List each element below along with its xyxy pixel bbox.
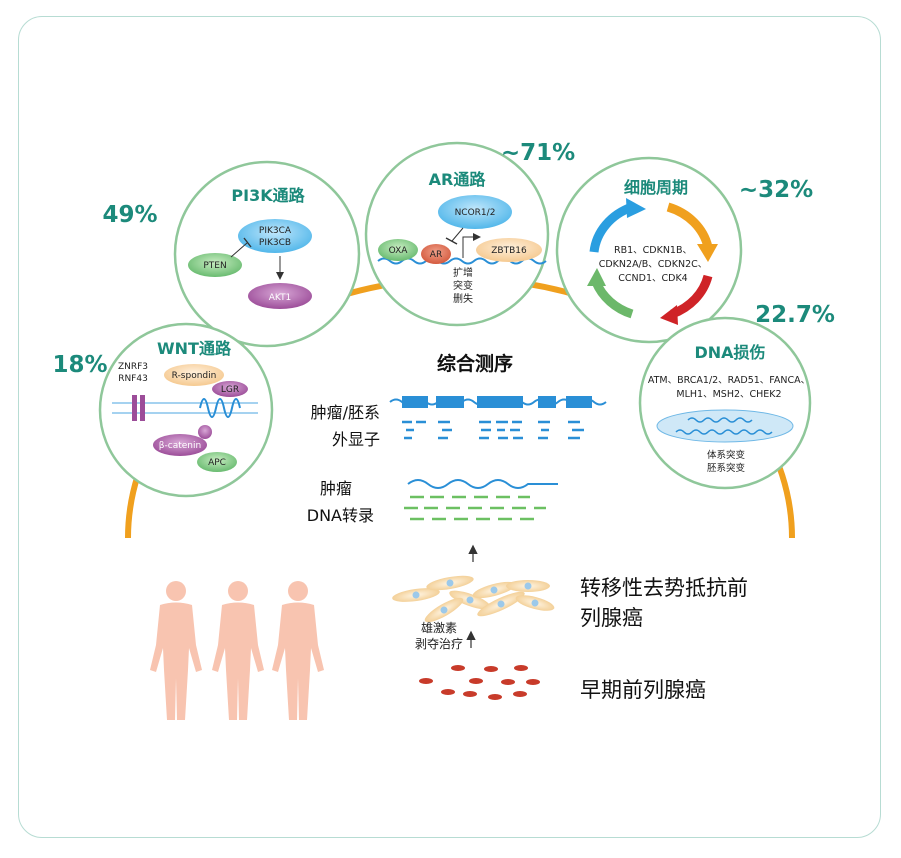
mcrpc-label-line1: 转移性去势抵抗前 — [580, 576, 748, 600]
ar-alt-deletion: 删失 — [453, 292, 473, 305]
dna-damage-node: DNA损伤 ATM、BRCA1/2、RAD51、FANCA、 MLH1、MSH2… — [638, 316, 812, 490]
gene-zbtb16: ZBTB16 — [491, 246, 527, 256]
content-frame — [18, 16, 881, 838]
exome-graphic — [389, 396, 607, 440]
wnt-title: WNT通路 — [157, 339, 232, 358]
dna-genes-line2: MLH1、MSH2、CHEK2 — [676, 389, 781, 400]
cell-cycle-percent: ~32% — [739, 177, 813, 203]
dna-damage-title: DNA损伤 — [694, 343, 765, 362]
ar-percent: ~71% — [501, 140, 575, 166]
dna-germline: 胚系突变 — [707, 462, 746, 474]
early-cells — [419, 665, 540, 700]
gene-znrf3: ZNRF3 — [118, 362, 148, 372]
gene-apc: APC — [208, 458, 226, 468]
dna-transcription-graphic — [404, 479, 558, 521]
cell-cycle-genes-line2: CDKN2A/B、CDKN2C、 — [599, 259, 708, 270]
cell-cycle-genes-line3: CCND1、CDK4 — [618, 273, 687, 284]
early-label: 早期前列腺癌 — [580, 678, 706, 702]
exome-label-line1: 肿瘤/胚系 — [311, 403, 380, 422]
gene-ncor: NCOR1/2 — [455, 208, 496, 218]
pi3k-percent: 49% — [102, 202, 157, 228]
gene-ar: AR — [430, 250, 442, 260]
ar-alt-mutation: 突变 — [453, 279, 473, 292]
exome-label-line2: 外显子 — [332, 430, 380, 449]
dna-label-line1: 肿瘤 — [320, 479, 352, 498]
dna-genes-line1: ATM、BRCA1/2、RAD51、FANCA、 — [648, 375, 810, 386]
gene-pten: PTEN — [203, 261, 226, 271]
mcrpc-label-line2: 列腺癌 — [580, 606, 643, 630]
dna-percent: 22.7% — [755, 302, 835, 328]
wnt-node: WNT通路 ZNRF3 RNF43 R-spondin LGR β-cateni… — [98, 322, 274, 498]
gene-r-spondin: R-spondin — [172, 371, 217, 381]
pi3k-title: PI3K通路 — [231, 186, 305, 205]
pi3k-node: PI3K通路 PIK3CA PIK3CB PTEN AKT1 — [173, 160, 361, 348]
gene-lgr: LGR — [221, 385, 239, 395]
gene-pik3cb: PIK3CB — [259, 238, 291, 248]
dna-label-line2: DNA转录 — [307, 506, 374, 525]
gene-oxa: OXA — [389, 246, 409, 256]
wnt-percent: 18% — [52, 352, 107, 378]
center-title: 综合测序 — [437, 352, 513, 375]
dna-somatic: 体系突变 — [707, 449, 746, 461]
gene-rnf43: RNF43 — [118, 374, 148, 384]
gene-akt1: AKT1 — [269, 293, 292, 303]
ar-alt-amplification: 扩增 — [453, 266, 473, 279]
gene-beta-catenin: β-catenin — [159, 441, 201, 451]
cell-cycle-genes-line1: RB1、CDKN1B、 — [614, 245, 692, 256]
human-silhouettes — [150, 581, 324, 720]
adt-label-line1: 雄激素 — [421, 620, 457, 635]
cell-cycle-node: 细胞周期 RB1、CDKN1B、 CDKN2A/B、CDKN2C、 CCND1、… — [555, 156, 743, 344]
gene-pik3ca: PIK3CA — [259, 226, 292, 236]
cancer-cells — [392, 575, 555, 623]
cell-cycle-title: 细胞周期 — [624, 178, 688, 197]
ar-node: AR通路 NCOR1/2 OXA AR ZBTB16 扩增 突变 删失 — [364, 141, 550, 327]
adt-label-line2: 剥夺治疗 — [415, 637, 463, 651]
ar-title: AR通路 — [429, 170, 487, 189]
